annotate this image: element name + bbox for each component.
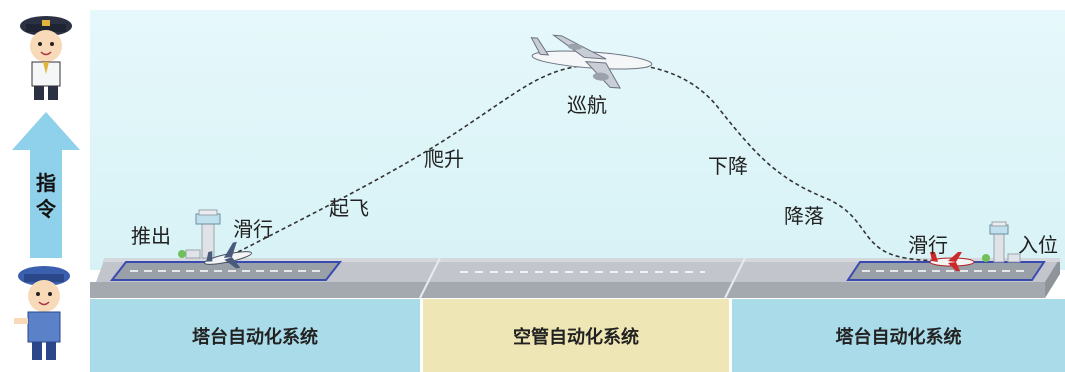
command-label: 指令 xyxy=(36,171,56,221)
stage-landing-label: 降落 xyxy=(784,204,824,228)
system-label-tower-left: 塔台自动化系统 xyxy=(192,326,318,348)
runway-left xyxy=(109,261,343,281)
command-arrow xyxy=(12,112,80,258)
stage-climb-label: 爬升 xyxy=(424,147,464,171)
airplane-icon xyxy=(929,252,975,271)
system-label-tower-right: 塔台自动化系统 xyxy=(835,326,962,348)
airplane-icon xyxy=(530,34,653,89)
airplane-icon xyxy=(204,241,252,269)
stage-takeoff-label: 起飞 xyxy=(329,196,369,220)
stage-descent-label: 下降 xyxy=(708,154,748,178)
control-tower-icon xyxy=(982,221,1021,263)
pilot-icon xyxy=(20,16,72,100)
system-band-tower-left: 塔台自动化系统 xyxy=(90,299,420,372)
stage-cruise-label: 巡航 xyxy=(567,93,607,117)
controller-icon xyxy=(14,266,70,360)
system-band-atc: 空管自动化系统 xyxy=(423,299,729,372)
stage-pushback-label: 推出 xyxy=(131,224,171,248)
system-band-tower-right: 塔台自动化系统 xyxy=(732,299,1065,372)
stage-taxi-in-label: 滑行 xyxy=(908,233,948,257)
stage-parking-label: 入位 xyxy=(1018,233,1058,257)
control-tower-icon xyxy=(178,209,221,259)
flight-path xyxy=(237,62,961,262)
stage-taxi-out-label: 滑行 xyxy=(233,217,273,241)
system-label-atc: 空管自动化系统 xyxy=(513,326,639,348)
runway-right xyxy=(846,261,1046,281)
